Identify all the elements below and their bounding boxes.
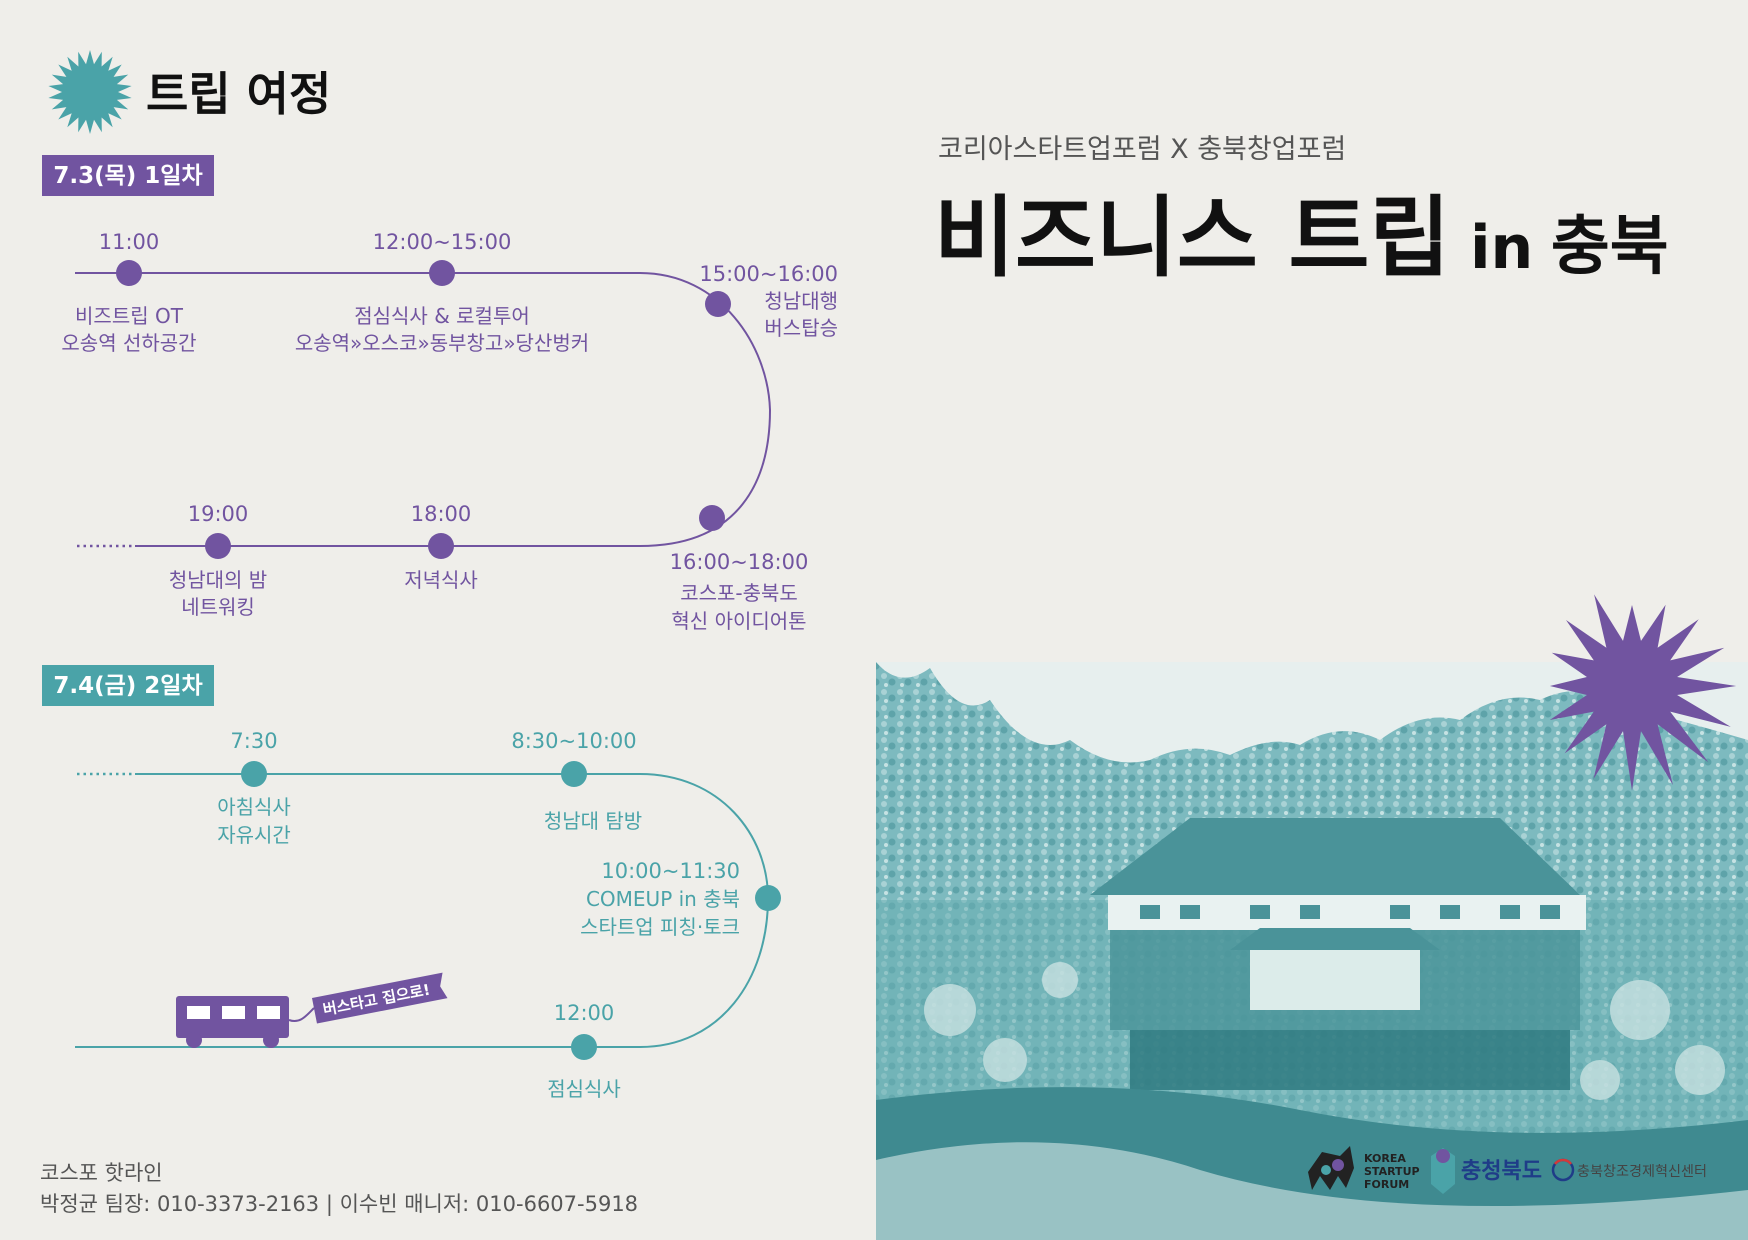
day1-label: 7.3(목) 1일차 [53, 163, 202, 189]
starburst-icon [1549, 594, 1737, 791]
stop-desc-1: 점심식사 & 로컬투어 [354, 304, 530, 328]
day1-stop-1: 11:00 비즈트립 OT 오송역 선하공간 [61, 230, 196, 355]
route-dot [241, 761, 267, 787]
stop-time: 7:30 [230, 729, 277, 753]
stop-desc-2: 혁신 아이디어톤 [671, 609, 806, 633]
route-dot [699, 505, 725, 531]
stop-time: 10:00~11:30 [601, 859, 740, 883]
route-dot [705, 291, 731, 317]
day1-stop-3: 15:00~16:00 청남대행 버스탑승 [699, 262, 838, 340]
stop-desc-2: 오송역»오스코»동부창고»당산벙커 [295, 331, 589, 355]
logo-korea-startup-forum: KOREA STARTUP FORUM [1308, 1146, 1420, 1191]
logo-chungbuk: 충청북도 [1431, 1148, 1542, 1194]
title-main: 비즈니스 트립 [934, 186, 1450, 289]
ksf-line-2: STARTUP [1364, 1165, 1420, 1178]
hotline-contacts: 박정균 팀장: 010-3373-2163 | 이수빈 매니저: 010-660… [40, 1192, 638, 1217]
cheongnamdae-photo [876, 662, 1748, 1240]
stop-desc-2: 네트워킹 [181, 595, 255, 619]
day2-stop-2: 8:30~10:00 청남대 탐방 [511, 729, 642, 833]
stop-time: 15:00~16:00 [699, 262, 838, 286]
ksf-line-3: FORUM [1364, 1178, 1409, 1191]
logo-ccei: 충북창조경제혁신센터 [1551, 1158, 1707, 1182]
stop-desc-1: 코스포-충북도 [680, 581, 798, 605]
day2-stop-4: 12:00 점심식사 [547, 1001, 621, 1101]
route-dot [561, 761, 587, 787]
day1-stop-5: 18:00 저녁식사 [404, 502, 478, 592]
stop-desc-1: COMEUP in 충북 [586, 887, 740, 911]
stop-desc-1: 점심식사 [547, 1077, 621, 1101]
stop-time: 8:30~10:00 [511, 729, 636, 753]
stop-time: 19:00 [188, 502, 249, 526]
title-region: 충북 [1551, 210, 1669, 284]
ksf-line-1: KOREA [1364, 1152, 1406, 1165]
day1-stop-2: 12:00~15:00 점심식사 & 로컬투어 오송역»오스코»동부창고»당산벙… [295, 230, 589, 355]
stop-desc-2: 자유시간 [217, 823, 291, 847]
stop-desc-2: 스타트업 피칭·토크 [580, 915, 740, 939]
event-subtitle: 코리아스타트업포럼 X 충북창업포럼 [938, 134, 1346, 165]
chungbuk-text: 충청북도 [1461, 1159, 1542, 1184]
day1-route [75, 272, 772, 547]
section-title: 트립 여정 [146, 67, 331, 121]
hotline-title: 코스포 핫라인 [40, 1161, 163, 1185]
bus-banner: 버스타고 집으로! [312, 972, 448, 1024]
bus-icon [176, 996, 315, 1048]
day1-stop-6: 19:00 청남대의 밤 네트워킹 [169, 502, 267, 619]
stop-time: 12:00 [554, 1001, 615, 1025]
route-dot [205, 533, 231, 559]
stop-desc-1: 청남대 탐방 [544, 809, 642, 833]
stop-time: 18:00 [411, 502, 472, 526]
pavilion-roof [1090, 818, 1580, 895]
event-title: 비즈니스 트립 in 충북 [934, 186, 1669, 289]
stop-desc-1: 청남대의 밤 [169, 568, 267, 592]
title-in: in [1470, 213, 1533, 283]
route-dot [571, 1034, 597, 1060]
stop-desc-1: 청남대행 [764, 289, 838, 313]
day2-stop-3: 10:00~11:30 COMEUP in 충북 스타트업 피칭·토크 [580, 859, 781, 939]
route-dot [429, 260, 455, 286]
stop-desc-1: 아침식사 [217, 795, 291, 819]
stop-desc-2: 버스탑승 [764, 316, 838, 340]
stop-time: 16:00~18:00 [670, 550, 809, 574]
route-dot [755, 885, 781, 911]
stop-time: 11:00 [99, 230, 160, 254]
route-dot [428, 533, 454, 559]
stop-desc-1: 비즈트립 OT [75, 304, 184, 328]
ccei-text: 충북창조경제혁신센터 [1577, 1164, 1707, 1180]
route-dot [116, 260, 142, 286]
day2-badge [42, 665, 214, 706]
day2-stop-1: 7:30 아침식사 자유시간 [217, 729, 291, 847]
unicorn-icon [1308, 1146, 1354, 1190]
stop-desc-1: 저녁식사 [404, 568, 478, 592]
day1-badge [42, 155, 214, 196]
stop-time: 12:00~15:00 [373, 230, 512, 254]
starburst-icon [48, 50, 132, 134]
day2-label: 7.4(금) 2일차 [53, 673, 202, 699]
stop-desc-2: 오송역 선하공간 [61, 331, 196, 355]
day1-stop-4: 16:00~18:00 코스포-충북도 혁신 아이디어톤 [670, 505, 809, 633]
